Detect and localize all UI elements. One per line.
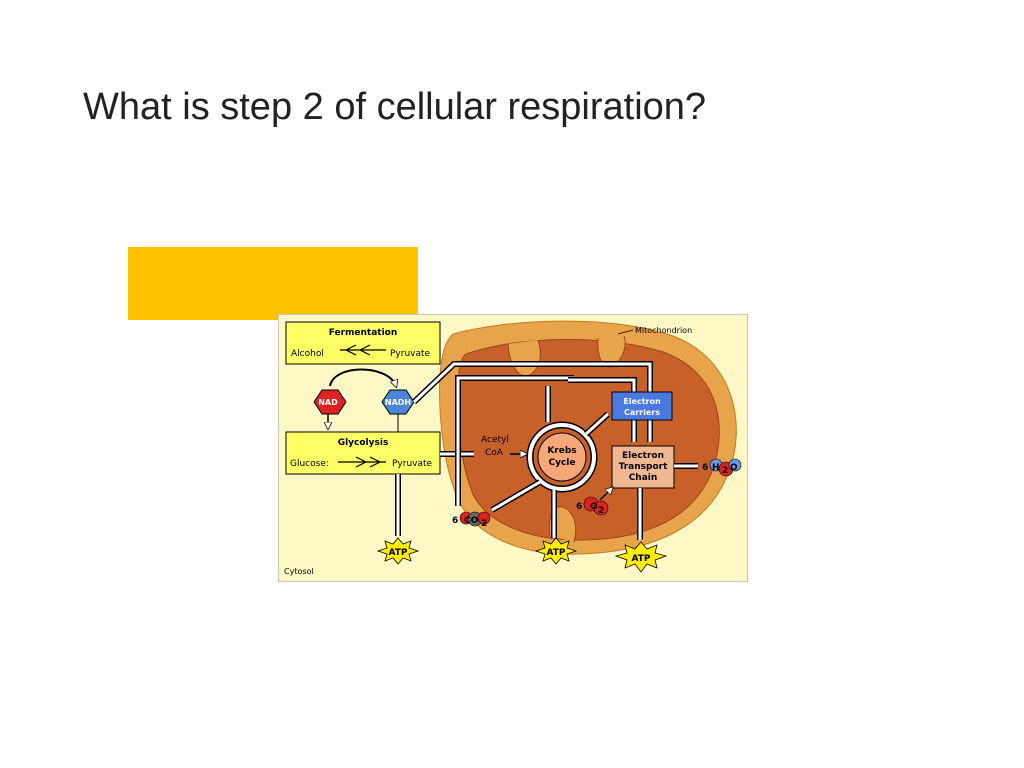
co2-label: CO xyxy=(464,516,479,526)
co2-subscript: 2 xyxy=(481,519,487,529)
electron-carriers-label-2: Carriers xyxy=(624,408,660,417)
electron-carriers-label-1: Electron xyxy=(623,397,661,406)
o2-label: O xyxy=(590,502,598,512)
electron-carriers-box xyxy=(611,391,673,421)
pyruvate-bottom-label: Pyruvate xyxy=(392,459,433,469)
top-loop-path-fill xyxy=(456,376,574,506)
o2-coefficient: 6 xyxy=(576,502,582,512)
nadh-label: NADH xyxy=(385,398,411,407)
krebs-label: Krebs xyxy=(547,446,576,456)
o2-subscript: 2 xyxy=(598,506,604,516)
etc-label-1: Electron xyxy=(622,451,664,461)
o2-atom-2 xyxy=(593,500,609,516)
h2o-label-o: O xyxy=(730,463,738,473)
co2-atom-o2 xyxy=(477,511,491,525)
h2o-label-h: H xyxy=(712,463,720,473)
krebs-cycle-circle xyxy=(537,432,587,482)
mitochondrion-label: Mitochondrion xyxy=(635,326,692,335)
glycolysis-arrows xyxy=(338,456,386,468)
electron-transport-chain-box xyxy=(611,445,675,489)
o2-to-etc-arrow xyxy=(599,488,612,501)
nad-superscript: + xyxy=(341,391,348,400)
pyruvate-top-label: Pyruvate xyxy=(390,349,431,359)
cycle-label: Cycle xyxy=(549,458,576,468)
h2o-label-sub: 2 xyxy=(722,466,728,476)
krebs-to-co2-arrow-fill xyxy=(491,480,541,512)
atp-label-glycolysis: ATP xyxy=(388,548,407,558)
mitochondrion-pointer xyxy=(617,329,634,335)
krebs-cycle-ring-inner xyxy=(528,423,596,491)
highlight-box xyxy=(128,247,418,320)
glycolysis-box xyxy=(285,431,441,475)
krebs-to-carriers-arrow-fill xyxy=(584,412,610,436)
fermentation-label: Fermentation xyxy=(329,328,398,338)
alcohol-label: Alcohol xyxy=(291,349,324,359)
atp-burst-etc xyxy=(614,541,668,573)
nad-hexagon xyxy=(313,389,347,415)
atp-burst-glycolysis xyxy=(376,537,420,565)
glucose-label: Glucose: xyxy=(290,459,329,469)
etc-label-3: Chain xyxy=(629,473,658,483)
co2-coefficient: 6 xyxy=(452,516,458,526)
etc-label-2: Transport xyxy=(619,462,668,472)
cellular-respiration-diagram: Mitochondrion Fermentation Alcohol Pyruv… xyxy=(278,314,748,582)
atp-burst-krebs xyxy=(534,537,578,565)
coa-label: CoA xyxy=(485,448,504,458)
nad-to-nadh-curve xyxy=(329,368,396,387)
h2o-coefficient: 6 xyxy=(702,463,708,473)
top-loop-right-fill xyxy=(568,378,636,442)
fermentation-box xyxy=(285,321,441,365)
atp-label-krebs: ATP xyxy=(546,548,565,558)
slide-title: What is step 2 of cellular respiration? xyxy=(83,86,707,128)
glycolysis-label: Glycolysis xyxy=(338,438,389,448)
atp-label-etc: ATP xyxy=(631,554,650,564)
h2o-atom-h2 xyxy=(728,458,742,472)
acetyl-label: Acetyl xyxy=(481,435,509,445)
nad-label: NAD xyxy=(318,398,338,407)
fermentation-arrows xyxy=(340,344,386,356)
cytosol-label: Cytosol xyxy=(284,567,314,576)
